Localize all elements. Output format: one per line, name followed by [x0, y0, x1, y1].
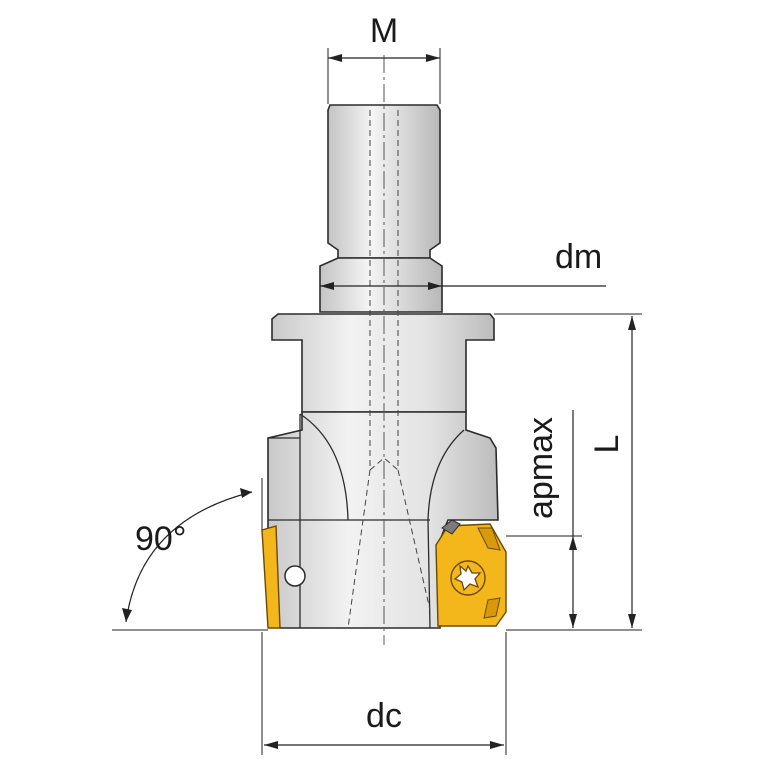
label-angle: 90° — [135, 520, 186, 558]
dim-apmax: apmax — [506, 410, 582, 628]
insert-right — [435, 519, 507, 627]
dim-dm: dm — [320, 238, 606, 290]
dim-angle: 90° — [112, 478, 268, 631]
torx-screw-icon — [450, 560, 486, 596]
side-hole — [284, 565, 306, 587]
flange — [271, 313, 495, 413]
dim-l: L — [494, 313, 642, 631]
flute-edge-right — [427, 429, 465, 629]
cutter-body — [267, 104, 499, 629]
label-apmax: apmax — [522, 417, 560, 519]
dim-dc: dc — [261, 632, 507, 755]
dim-m: M — [327, 12, 441, 104]
label-dc: dc — [366, 697, 402, 735]
hidden-lines — [347, 110, 431, 629]
flute-edge-left — [299, 413, 349, 521]
label-l: L — [588, 435, 626, 454]
neck — [319, 257, 443, 313]
label-dm: dm — [555, 238, 602, 276]
label-m: M — [370, 12, 398, 50]
insert-left — [261, 525, 281, 629]
